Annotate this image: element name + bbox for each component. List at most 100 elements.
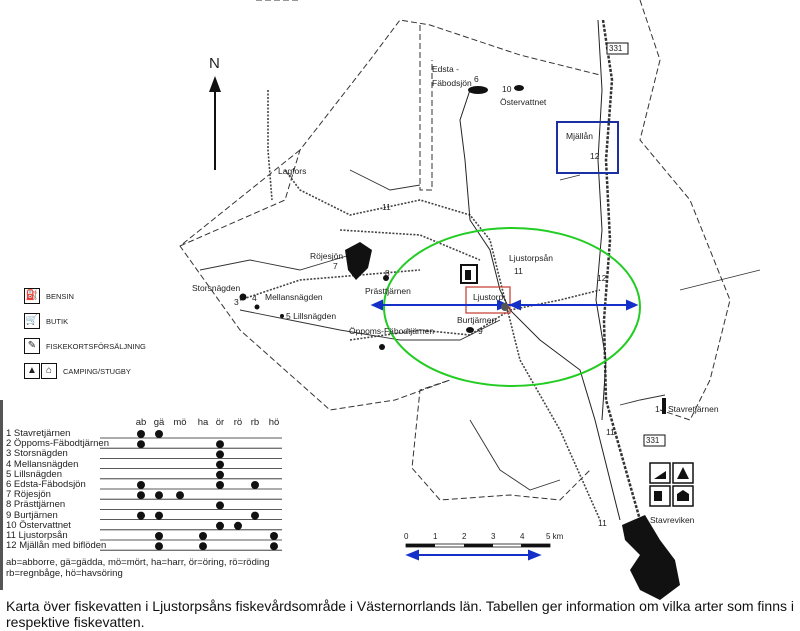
species-dot-gä <box>155 532 163 540</box>
species-dot-rb <box>251 511 259 520</box>
label-6: 6 <box>474 74 479 84</box>
lake-storsnagden <box>239 293 247 301</box>
species-dot-ör <box>216 470 224 479</box>
label-4: 4 <box>252 293 257 303</box>
label-12b: 12 <box>597 273 607 283</box>
table-row: 5 Lillsnägden <box>6 468 62 480</box>
highlight-ellipse <box>383 227 641 387</box>
fishing-license-icon: ✎ <box>24 338 40 354</box>
species-dot-ab <box>137 511 145 520</box>
table-row: 1 Stavretjärnen <box>6 428 71 439</box>
species-dot-ör <box>216 521 224 530</box>
road-number-bottom: 331 <box>646 436 660 445</box>
label-lillsnagden: 5 Lillsnägden <box>286 311 337 321</box>
mjallan-box <box>556 121 619 174</box>
lake-stavretjarnen <box>662 398 666 414</box>
river-ljustorpsan <box>459 89 621 521</box>
species-dot-ör <box>216 501 224 510</box>
north-arrow-head <box>209 76 221 92</box>
column-header-6: rb <box>250 417 260 428</box>
species-dot-ab <box>137 481 145 489</box>
label-12a: 12 <box>590 151 600 161</box>
column-header-4: ör <box>215 417 225 428</box>
table-row: 4 Mellansnägden <box>6 458 79 470</box>
species-dot-ör <box>216 440 224 449</box>
left-edge-bar <box>0 400 3 590</box>
lake-stavreviken <box>622 515 680 600</box>
table-row: 6 Edsta-Fäbodsjön <box>6 479 86 490</box>
camping-icon: ▲ <box>24 363 40 379</box>
scale-tick-3: 3 <box>491 532 496 541</box>
label-11a: 11 <box>382 202 391 212</box>
column-header-3: ha <box>197 417 209 428</box>
column-header-7: hö <box>268 417 280 428</box>
road-331 <box>601 19 662 561</box>
label-11c: 11 <box>606 427 615 437</box>
table-row: 3 Storsnägden <box>6 448 68 460</box>
table-row: 9 Burtjärnen <box>6 509 58 521</box>
lake-burtjarnen <box>466 327 474 333</box>
species-dot-hö <box>270 532 278 540</box>
label-rojesjon: Röjesjön <box>310 251 344 261</box>
lake-oppoms <box>379 344 385 350</box>
lake-rojesjon <box>345 242 372 280</box>
legend-label: BENSIN <box>46 291 74 301</box>
legend-fiskekort: ✎ FISKEKORTSFÖRSÄLJNING <box>24 338 146 354</box>
table-row: 11 Ljustorpsån <box>6 530 68 541</box>
label-1: 1 <box>655 404 660 414</box>
river-branches <box>199 169 761 491</box>
label-11b: 11 <box>514 266 523 276</box>
species-dot-ab <box>137 440 145 449</box>
label-3: 3 <box>234 297 239 307</box>
table-row: 2 Öppoms-Fäbodtjärnen <box>6 438 109 450</box>
legend-label: BUTIK <box>46 316 69 326</box>
column-header-2: mö <box>173 417 187 428</box>
label-lagfors: Lagfors <box>278 166 307 176</box>
river-mjallan <box>595 19 607 421</box>
species-dot-ör <box>216 450 224 459</box>
label-burtjarnen: Burtjärnen <box>457 315 497 325</box>
shop-icon: 🛒 <box>24 313 40 329</box>
label-mellansnagden: Mellansnägden <box>265 292 323 302</box>
road-shield-331-bottom <box>643 434 666 447</box>
table-lines <box>100 437 282 551</box>
species-dot-hö <box>270 542 278 551</box>
species-dot-gä <box>155 430 163 438</box>
lake-prasttjarnen <box>383 275 389 281</box>
table-row: 10 Östervattnet <box>6 519 71 531</box>
legend-bensin: ⛽ BENSIN <box>24 288 74 304</box>
column-header-0: ab <box>135 417 147 428</box>
species-key-1: ab=abborre, gä=gädda, mö=mört, ha=harr, … <box>6 557 270 568</box>
species-dot-mö <box>176 491 184 500</box>
label-9: 9 <box>478 326 483 336</box>
scale-tick-0: 0 <box>404 532 409 541</box>
label-8: 8 <box>385 268 390 278</box>
lake-mellansnagden <box>254 304 260 310</box>
species-dot-gä <box>155 491 163 500</box>
scale-arrow <box>405 549 542 561</box>
species-dot-ab <box>137 430 145 438</box>
column-header-5: rö <box>233 417 243 428</box>
label-mjallan: Mjällån <box>566 131 593 141</box>
table-row: 7 Röjesjön <box>6 489 51 501</box>
legend-butik: 🛒 BUTIK <box>24 313 68 329</box>
species-dot-ab <box>137 491 145 500</box>
species-dot-rö <box>234 521 242 530</box>
species-dot-ör <box>216 460 224 469</box>
label-storsnagden: Storsnägden <box>192 283 241 293</box>
label-ljustorp: Ljustorp <box>473 292 504 302</box>
label-edsta-2: Fäbodsjön <box>432 78 472 88</box>
label-11d: 11 <box>598 518 607 528</box>
table-dots <box>137 430 278 551</box>
scale-tick-5: 5 km <box>546 532 564 541</box>
road-number-top: 331 <box>609 44 623 53</box>
species-dot-ör <box>216 481 224 489</box>
scale-bar <box>405 543 551 548</box>
lake-lillsnagden <box>280 314 284 318</box>
road-shield-331-top <box>606 42 629 55</box>
ljustorp-box <box>465 286 511 314</box>
legend-label: CAMPING/STUGBY <box>63 366 131 376</box>
species-dot-ha <box>199 542 207 551</box>
scale-tick-2: 2 <box>462 532 467 541</box>
